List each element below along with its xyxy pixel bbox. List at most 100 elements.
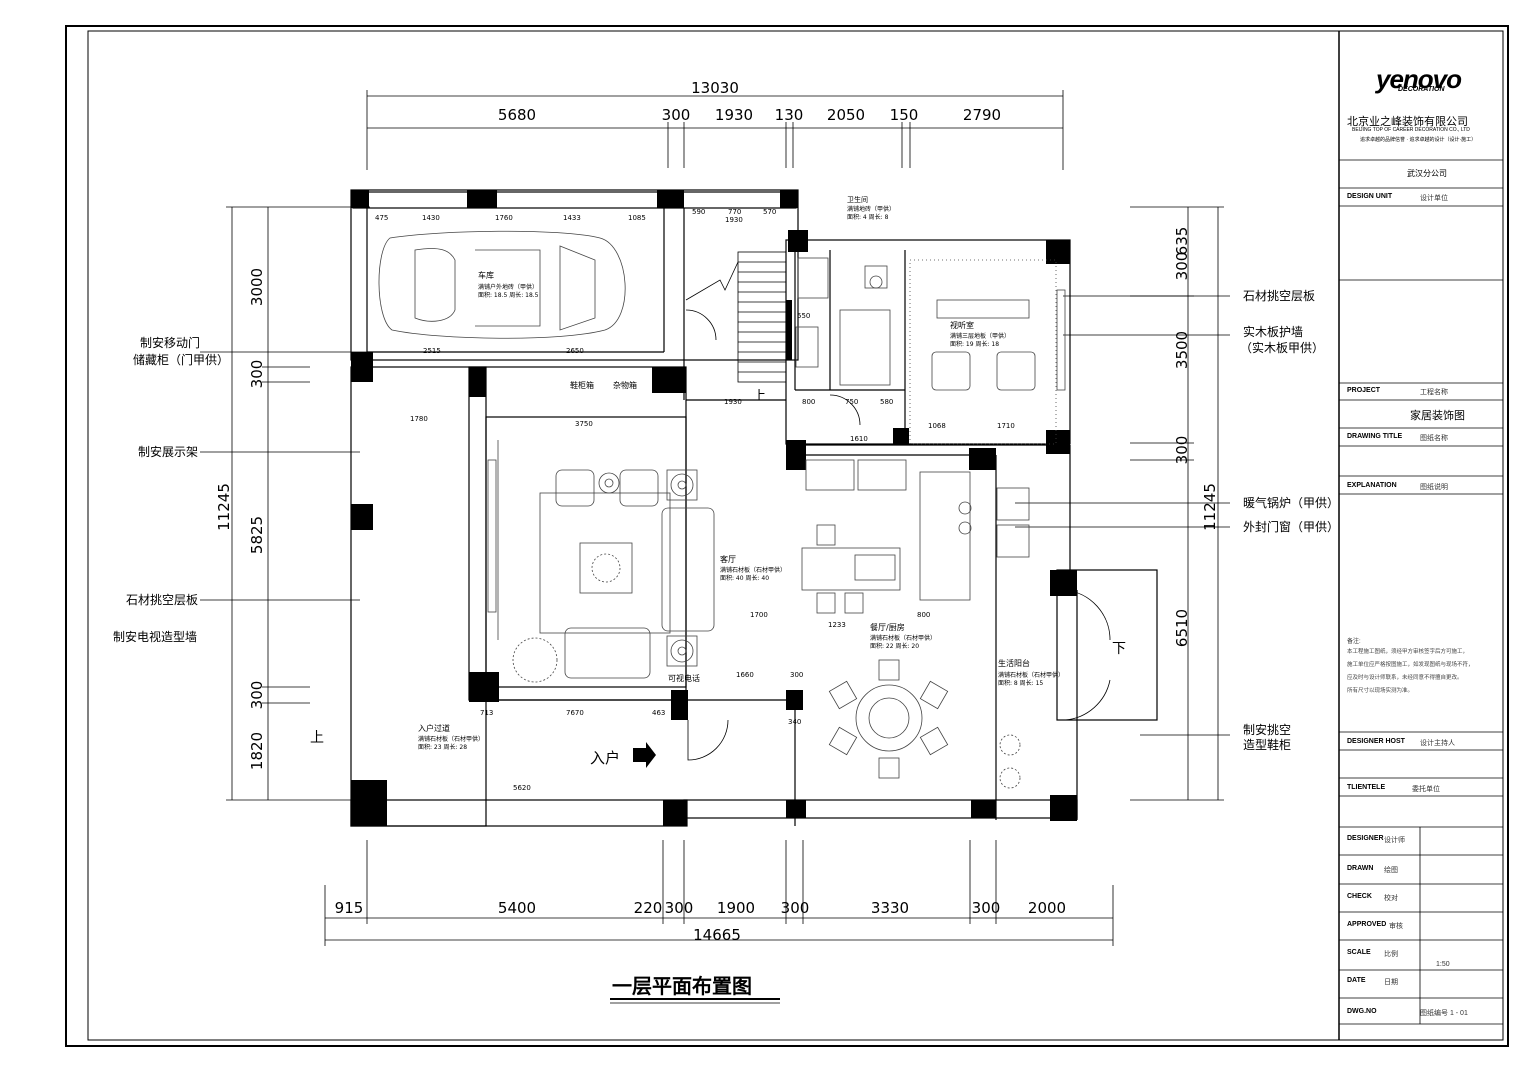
branch-name: 武汉分公司 — [1407, 169, 1447, 178]
int-dim: 1760 — [495, 214, 513, 222]
notes-line: 所有尺寸以现场实测为准。 — [1347, 688, 1414, 694]
dim-top-overall: 13030 — [691, 79, 739, 97]
dim-top-seg: 2050 — [827, 106, 865, 124]
dim-bottom-seg: 220 — [634, 899, 663, 917]
foyer-note: 面积: 23 周长: 28 — [418, 743, 467, 751]
company-logo: yenovo — [1376, 64, 1462, 94]
annotations-right: 石材挑空层板 实木板护墙 （实木板甲供） 暖气锅炉（甲供） 外封门窗（甲供） 制… — [1240, 289, 1339, 752]
dims-bottom — [324, 840, 1114, 946]
check-value: 校对 — [1384, 895, 1398, 902]
balcony-note: 满铺石材板（石材甲供） — [998, 671, 1064, 679]
approved-label: APPROVED — [1347, 921, 1387, 928]
dims-right — [1130, 206, 1224, 801]
int-dim: 800 — [917, 611, 930, 619]
living-label: 客厅 — [720, 554, 736, 564]
notes-line: 应及时与设计师联系，未经同意不得擅自更改。 — [1347, 675, 1463, 681]
int-dim: 1710 — [997, 422, 1015, 430]
entry-arrow — [633, 742, 656, 768]
explanation-value: 图纸说明 — [1420, 484, 1448, 491]
foyer-up-label: 上 — [310, 730, 324, 746]
doors — [685, 309, 1111, 761]
int-dim: 570 — [763, 208, 776, 216]
explanation-label: EXPLANATION — [1347, 482, 1397, 489]
project-value: 工程名称 — [1420, 389, 1448, 396]
int-dim: 550 — [797, 312, 810, 320]
foyer-note: 满铺石材板（石材甲供） — [418, 735, 484, 743]
study-label: 视听室 — [950, 320, 974, 330]
dim-right-seg: 635 — [1173, 227, 1191, 256]
dim-bottom-overall: 14665 — [693, 926, 741, 944]
dim-bottom-seg: 1900 — [717, 899, 755, 917]
int-dim: 3750 — [575, 420, 593, 428]
int-dim: 1233 — [828, 621, 846, 629]
annotation: （实木板甲供） — [1240, 340, 1324, 355]
designer-label: DESIGNER — [1347, 835, 1384, 842]
int-dim: 1085 — [628, 214, 646, 222]
garage-note: 满铺户外地砖（甲供） — [478, 283, 538, 291]
designer-host-label: DESIGNER HOST — [1347, 738, 1405, 745]
annotation: 制安挑空 — [1243, 722, 1291, 737]
int-dim: 580 — [880, 398, 893, 406]
dim-left-overall: 11245 — [215, 483, 233, 531]
annotation: 石材挑空层板 — [1243, 289, 1315, 303]
dim-top-seg: 300 — [662, 106, 691, 124]
dim-left-seg: 300 — [248, 360, 266, 389]
living-furniture — [487, 440, 715, 683]
study-note: 满铺三层地板（甲供） — [950, 332, 1010, 340]
int-dim: 770 — [728, 208, 741, 216]
date-label: DATE — [1347, 977, 1366, 984]
stair-up-label: 上 — [753, 389, 766, 404]
scale-number: 1:50 — [1436, 961, 1450, 968]
int-dim: 300 — [790, 671, 803, 679]
int-dim: 713 — [480, 709, 493, 717]
dining-label: 餐厅/厨房 — [870, 622, 905, 632]
dim-left-seg: 3000 — [248, 268, 266, 306]
drawn-value: 绘图 — [1384, 867, 1398, 874]
int-dim: 750 — [845, 398, 858, 406]
dim-right-overall: 11245 — [1201, 483, 1219, 531]
design-unit-value: 设计单位 — [1420, 195, 1448, 202]
dim-top-seg: 2790 — [963, 106, 1001, 124]
date-value: 日期 — [1384, 979, 1398, 986]
entry-label: 入户 — [590, 749, 620, 767]
dim-bottom-segments: 915 5400 220 300 1900 300 3330 300 2000 — [335, 899, 1066, 917]
int-dim: 1068 — [928, 422, 946, 430]
int-dim: 1430 — [422, 214, 440, 222]
tel-label: TLIENTELE — [1347, 784, 1386, 791]
annotation: 储藏柜（门甲供） — [133, 352, 229, 367]
int-dim: 1433 — [563, 214, 581, 222]
int-dim: 475 — [375, 214, 388, 222]
annotation: 制安电视造型墙 — [113, 629, 197, 644]
scale-label: SCALE — [1347, 949, 1371, 956]
annotation: 暖气锅炉（甲供） — [1243, 495, 1339, 510]
living-note: 满铺石材板（石材甲供） — [720, 566, 786, 574]
tel-value: 委托单位 — [1412, 786, 1440, 793]
annotation: 造型鞋柜 — [1243, 737, 1291, 752]
living-note: 面积: 40 周长: 40 — [720, 574, 769, 582]
notes-line: 本工程施工图纸，须经甲方审核签字后方可施工， — [1347, 649, 1469, 655]
company-name: 北京业之峰装饰有限公司 — [1347, 116, 1468, 128]
design-unit-label: DESIGN UNIT — [1347, 193, 1393, 200]
dining-furniture — [801, 459, 1030, 789]
bathroom-note: 面积: 4 周长: 8 — [847, 213, 889, 221]
balcony-down-label: 下 — [1112, 641, 1126, 657]
annotation: 实木板护墙 — [1243, 324, 1303, 339]
designer-value: 设计师 — [1384, 837, 1405, 844]
drawn-label: DRAWN — [1347, 865, 1374, 872]
outer-border — [65, 25, 1509, 1047]
int-dim: 1610 — [850, 435, 868, 443]
dim-left-seg: 300 — [248, 681, 266, 710]
bathroom-label: 卫生间 — [847, 195, 868, 204]
leader-lines — [200, 295, 1230, 736]
notes-line: 施工单位应严格按图施工，如发现图纸与现场不符， — [1347, 662, 1474, 668]
company-logo-sub: DECORATION — [1398, 86, 1445, 93]
dim-bottom-seg: 300 — [972, 899, 1001, 917]
company-name-en: BEIJING TOP OF CAREER DECORATION CO., LT… — [1352, 127, 1470, 133]
dims-top — [366, 90, 1064, 170]
dim-right-seg: 300 — [1173, 436, 1191, 465]
int-dim: 590 — [692, 208, 705, 216]
annotation: 制安移动门 — [140, 335, 200, 350]
dim-bottom-seg: 5400 — [498, 899, 536, 917]
dim-top-segments: 5680 300 1930 130 2050 150 2790 — [498, 106, 1001, 124]
